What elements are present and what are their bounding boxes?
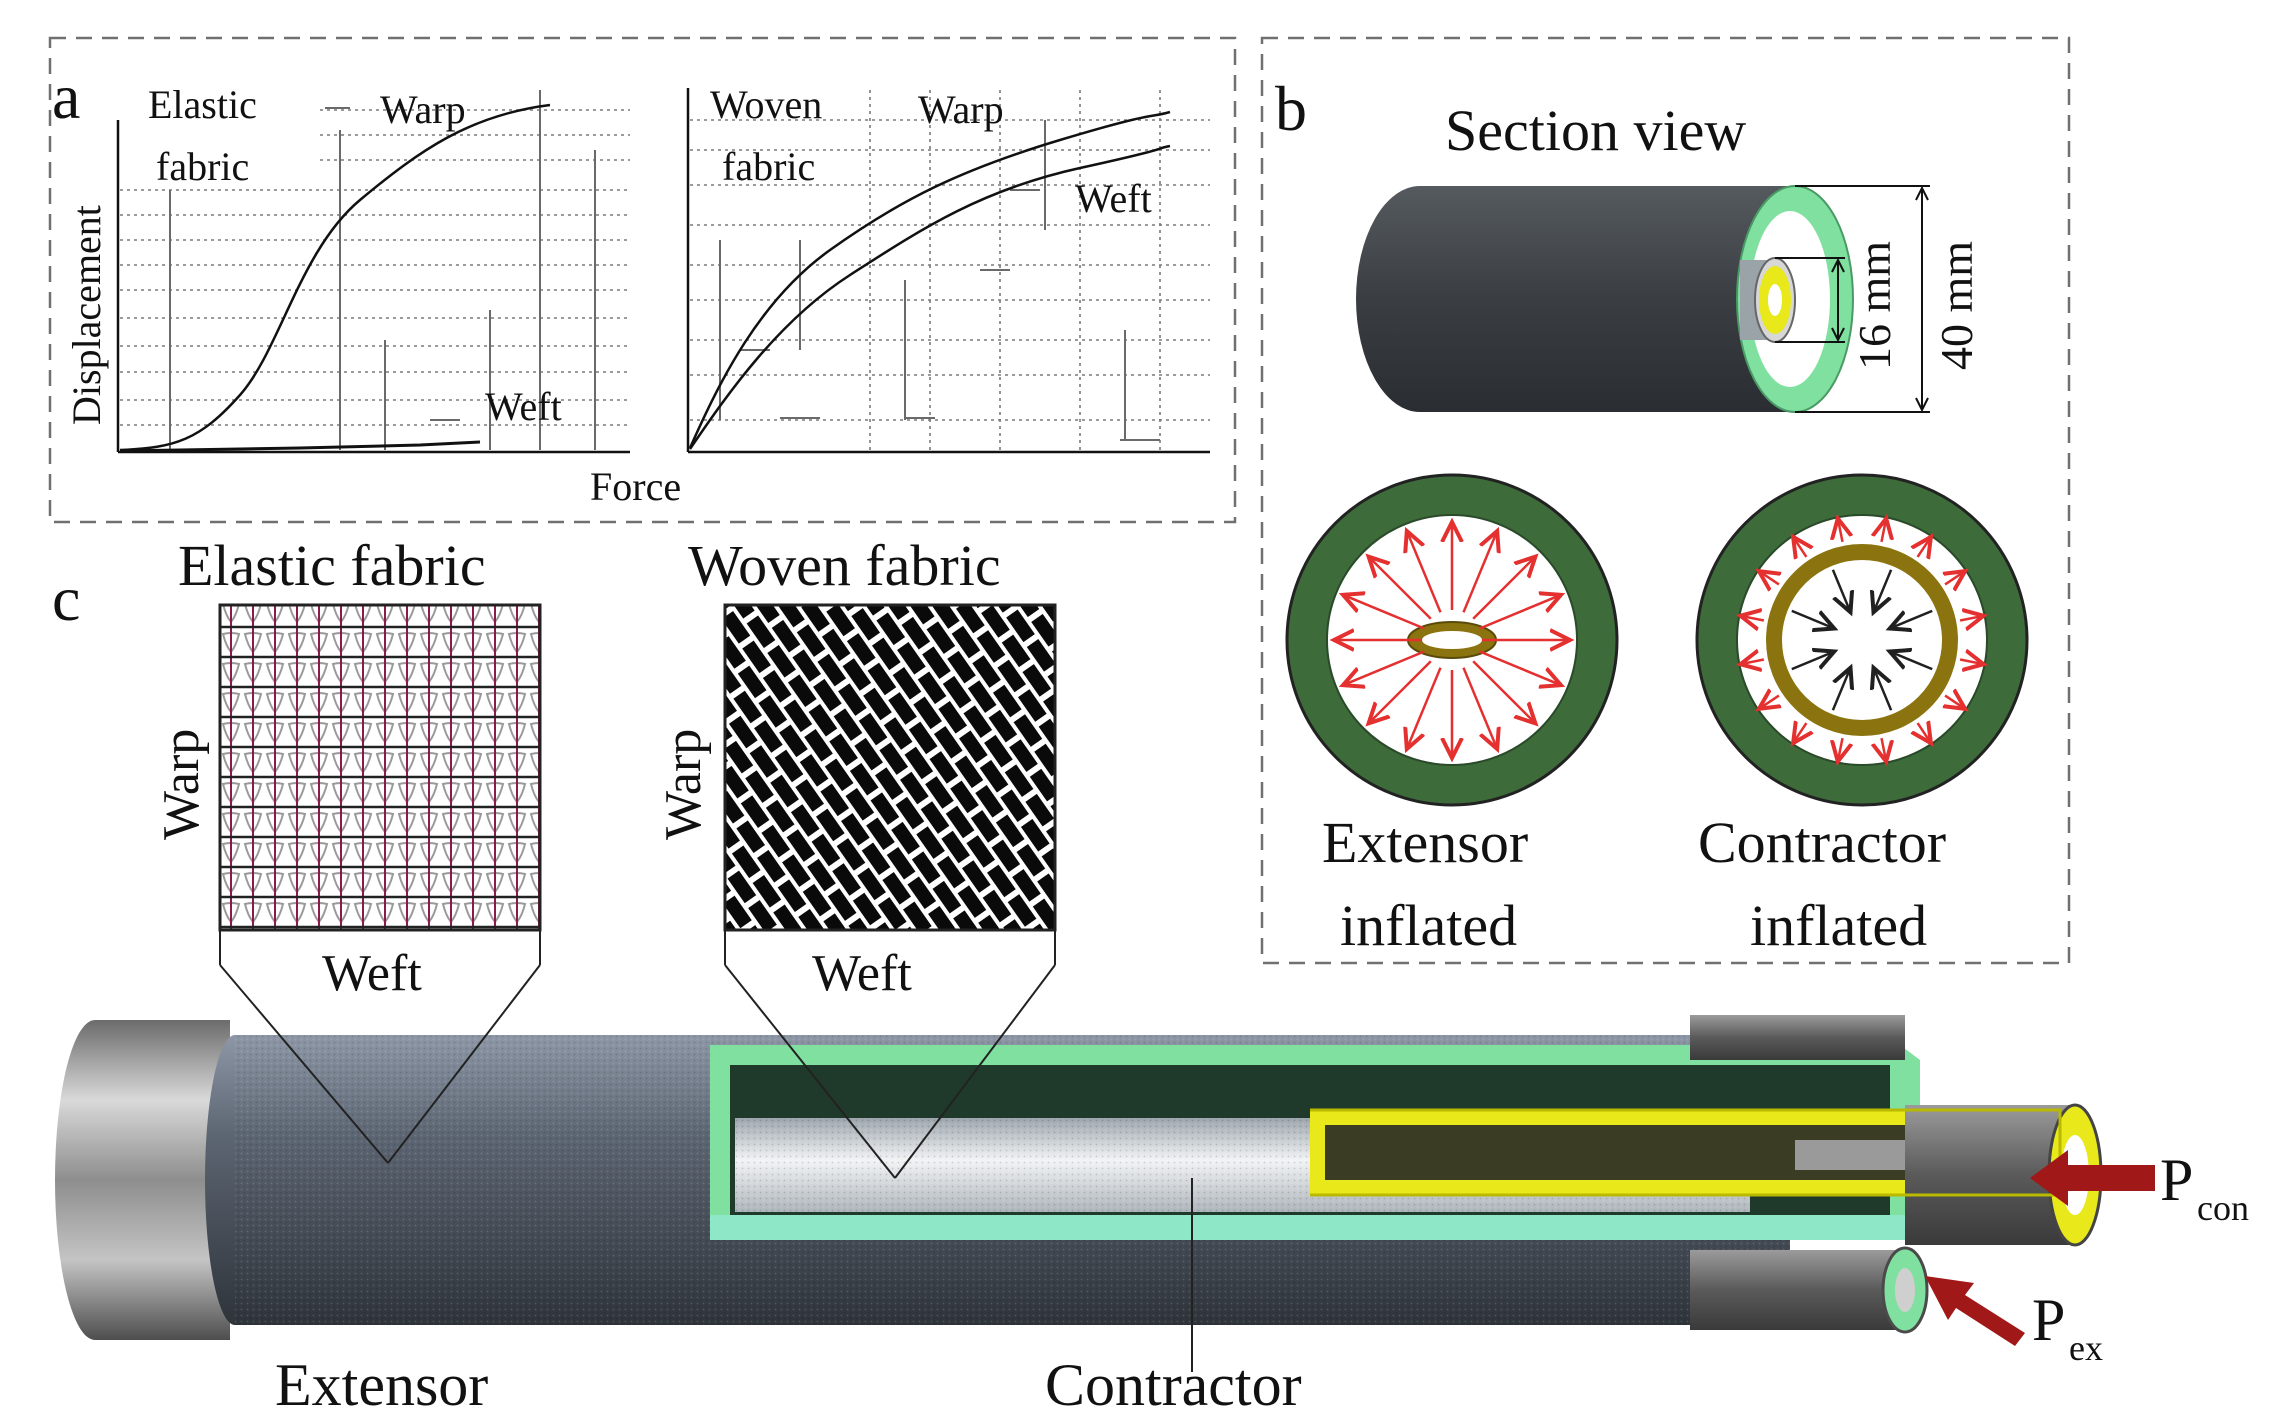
pressure-arrow [1740, 616, 1765, 621]
zoom-lines [219, 930, 1193, 1372]
pressure-arrow [1918, 723, 1931, 743]
woven-fabric-title: Woven fabric [688, 533, 1001, 598]
elastic-weft-label: Weft [322, 945, 422, 1002]
contractor-outer-arrows [1740, 518, 1983, 761]
left-chart-grid [120, 90, 630, 450]
panel-b-frame [1260, 36, 2071, 965]
port-arrows [1925, 1150, 2155, 1346]
elastic-warp-label: Warp [153, 729, 210, 840]
extensor-inflated-section: Extensor inflated [1285, 473, 1619, 958]
contractor-ring [1766, 544, 1958, 736]
pressure-arrow [1890, 652, 1933, 671]
extensor-pressure-arrows [1334, 522, 1570, 758]
p-con-arrow [2030, 1150, 2155, 1206]
right-chart-title-2: fabric [722, 144, 815, 189]
woven-fabric-swatch [723, 603, 1057, 932]
left-chart-title-1: Elastic [148, 82, 257, 127]
panel-a-frame [48, 36, 1237, 524]
section-view-title: Section view [1445, 98, 1746, 163]
panel-a-label: a [52, 61, 80, 132]
y-axis-label: Displacement [64, 205, 109, 425]
right-weft-label: Weft [1075, 176, 1152, 221]
p-ex-subscript: ex [2069, 1328, 2103, 1368]
left-weft-curve [119, 440, 481, 453]
right-warp-label: Warp [918, 87, 1004, 132]
pressure-arrow [1959, 616, 1984, 621]
pressure-arrow [1874, 668, 1893, 711]
pressure-arrow [1407, 531, 1442, 613]
pressure-arrow [1959, 660, 1984, 665]
left-warp-curve [119, 103, 551, 452]
left-end-cap [55, 1020, 230, 1340]
contractor-inner-arrows [1791, 569, 1933, 711]
right-chart-title-1: Woven [710, 82, 822, 127]
pressure-arrow [1838, 518, 1843, 543]
pressure-arrow [1472, 557, 1535, 620]
panel-c-label: c [52, 563, 80, 634]
pressure-arrow [1945, 571, 1965, 584]
pressure-arrow [1793, 723, 1806, 743]
pressure-arrow [1369, 660, 1432, 723]
pressure-arrow [1479, 595, 1561, 630]
pressure-arrow [1882, 518, 1887, 543]
woven-weft-label: Weft [812, 945, 912, 1002]
pressure-arrow [1462, 531, 1498, 613]
dim-inner-label: 16 mm [1849, 241, 1900, 370]
pressure-arrow [1343, 595, 1425, 630]
pressure-arrow [1945, 696, 1965, 709]
pressure-arrow [1479, 650, 1561, 686]
pressure-arrow [1759, 696, 1779, 709]
cylinder-body [1356, 186, 1795, 412]
actuator [55, 1015, 2103, 1340]
woven-warp-label: Warp [655, 729, 712, 840]
pressure-arrow [1407, 667, 1442, 749]
section-cylinder: 16 mm 40 mm [1356, 185, 1982, 413]
pressure-arrow [1759, 571, 1779, 584]
pressure-arrow [1793, 537, 1806, 557]
pressure-arrow [1791, 652, 1835, 671]
dim-outer-label: 40 mm [1931, 241, 1982, 370]
elastic-fabric-title: Elastic fabric [178, 533, 486, 598]
pressure-arrow [1791, 609, 1835, 629]
p-ex-arrow [1925, 1276, 2025, 1346]
right-weft-curve [688, 144, 1171, 450]
p-con-subscript: con [2197, 1188, 2249, 1228]
left-weft-label: Weft [485, 384, 562, 429]
right-chart: Woven fabric Warp Weft [686, 82, 1210, 454]
pressure-arrow [1462, 667, 1498, 749]
contractor-label: Contractor [1045, 1352, 1302, 1418]
elastic-fabric-swatch [218, 603, 542, 932]
pressure-arrow [1343, 650, 1425, 686]
contractor-inflated-section: Contractor inflated [1695, 473, 2029, 958]
pressure-arrow [1831, 569, 1851, 613]
pressure-arrow [1874, 569, 1893, 613]
right-port-tube [1905, 1105, 2075, 1245]
pressure-arrow [1472, 660, 1535, 723]
p-con-label: P [2160, 1147, 2193, 1213]
left-chart-title-2: fabric [156, 144, 249, 189]
left-chart: Elastic fabric Warp Weft [116, 82, 630, 454]
right-end-block [1690, 1250, 1905, 1330]
x-axis-label: Force [590, 464, 681, 509]
extensor-state-line1: Extensor [1322, 810, 1528, 875]
extensor-label: Extensor [275, 1352, 488, 1418]
contractor-state-line2: inflated [1750, 893, 1927, 958]
pressure-arrow [1882, 737, 1887, 762]
pressure-arrow [1831, 668, 1851, 711]
right-warp-curve [688, 110, 1171, 449]
pressure-arrow [1838, 737, 1843, 762]
contractor-state-line1: Contractor [1698, 810, 1946, 875]
pressure-arrow [1740, 660, 1765, 665]
pressure-arrow [1918, 537, 1931, 557]
extensor-state-line2: inflated [1340, 893, 1517, 958]
p-ex-label: P [2032, 1287, 2065, 1353]
panel-b-label: b [1275, 73, 1307, 144]
pressure-arrow [1369, 557, 1432, 620]
left-warp-label: Warp [380, 87, 466, 132]
pressure-arrow [1890, 609, 1933, 629]
